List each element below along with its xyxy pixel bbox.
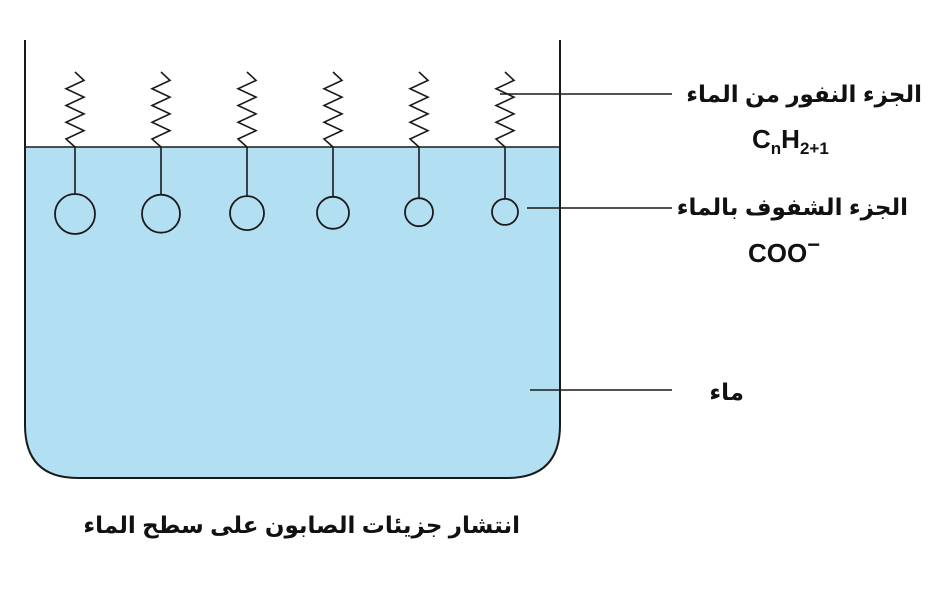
head-formula: COO− (748, 232, 820, 268)
caption: انتشار جزيئات الصابون على سطح الماء (83, 512, 520, 539)
hydrophobic-tail (64, 71, 86, 148)
water-body (25, 147, 560, 478)
soap-molecule (491, 71, 519, 226)
hydrophilic-head (54, 193, 96, 235)
hydrophobic-label: الجزء النفور من الماء (686, 81, 922, 108)
soap-molecule (141, 71, 181, 234)
hydrophilic-head (404, 197, 434, 228)
water-label: ماء (709, 379, 744, 405)
hydrophilic-head (316, 195, 350, 230)
hydrophilic-head (141, 193, 181, 234)
soap-molecule (316, 71, 350, 230)
hydrophilic-head (229, 195, 265, 232)
hydrophilic-head (491, 197, 519, 226)
hydrophobic-tail (150, 71, 172, 148)
hydrophobic-tail (322, 71, 344, 148)
soap-molecule (229, 71, 265, 232)
soap-molecule (404, 71, 434, 228)
hydrophobic-tail (236, 71, 258, 148)
hydrophilic-label: الجزء الشفوف بالماء (677, 194, 908, 221)
hydrophobic-tail (408, 71, 430, 148)
soap-molecule (54, 71, 96, 235)
soap-molecules (54, 71, 519, 235)
container-outline (24, 40, 561, 479)
chain-formula: CnH2+1 (752, 124, 829, 158)
hydrophobic-tail (494, 71, 516, 148)
